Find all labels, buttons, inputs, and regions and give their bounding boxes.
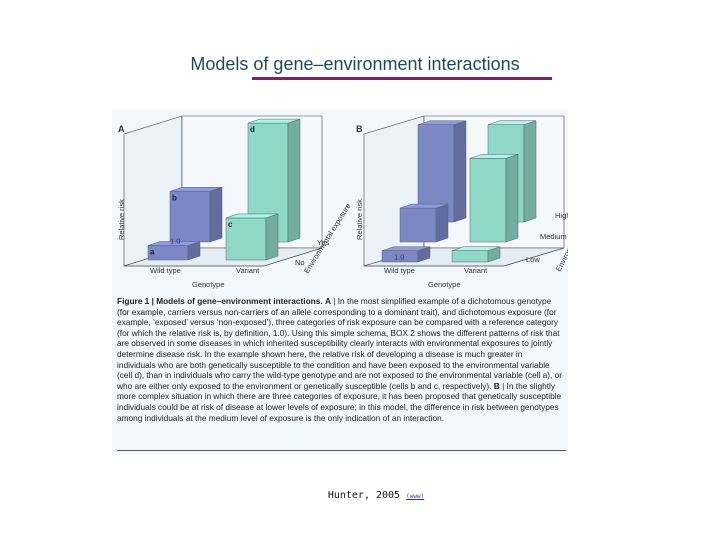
- bar-b-variant-medium: [469, 158, 507, 243]
- bar-b-wild-type-medium: [399, 207, 437, 243]
- bar-a-wild-type-yes-side: [209, 186, 223, 243]
- bar-b-wild-type-high-side: [453, 120, 467, 223]
- bar-letter-c: c: [228, 220, 233, 229]
- bar-a-variant-yes-side: [287, 118, 301, 243]
- panel-a-x-tick-wild-type: Wild type: [150, 266, 181, 275]
- panel-a-exposure-yes: Yes: [317, 238, 329, 247]
- panel-a-bars: b d a 1.0 c: [147, 118, 301, 261]
- panel-a-exposure-no: No: [295, 258, 305, 267]
- bar-b-variant-high-top: [487, 120, 537, 125]
- panel-a: A b d a 1.0 c Relative risk Wild type Varian…: [117, 115, 353, 289]
- bar-a-variant-yes-top: [247, 118, 301, 124]
- bar-b-wild-type-low-top: [381, 246, 431, 251]
- bar-a-wild-type-no-top: [147, 241, 201, 246]
- caption-part-a-letter: A: [324, 296, 331, 306]
- caption-part-b-text: | In the slightly more complex situation…: [117, 380, 562, 423]
- bar-b-variant-medium-side: [505, 153, 519, 243]
- citation-link[interactable]: (www): [406, 493, 425, 500]
- panel-a-letter: A: [118, 124, 125, 134]
- panel-a-x-axis-label: Genotype: [192, 280, 225, 289]
- bar-a-variant-no-side: [265, 213, 279, 261]
- bar-letter-a: a: [150, 248, 155, 257]
- panel-b-exposure-low: Low: [526, 255, 540, 264]
- bar-b-wild-type-medium-top: [399, 203, 449, 209]
- panel-b-bars: 1.0: [381, 120, 537, 263]
- caption-part-a-text: | In the most simplified example of a di…: [117, 296, 563, 391]
- panel-a-reference-label: 1.0: [170, 237, 180, 246]
- panel-b-letter: B: [356, 124, 363, 134]
- bar-letter-b: b: [172, 193, 177, 202]
- panel-b-exposure-high: High: [555, 211, 568, 220]
- bar-a-variant-no-top: [225, 213, 279, 219]
- panel-a-y-axis-label: Relative risk: [117, 199, 126, 240]
- bar-b-wild-type-high-top: [417, 120, 467, 125]
- caption-label: Figure 1 | Models of gene–environment in…: [117, 296, 323, 306]
- figure-charts: A b d a 1.0 c Relative risk Wild type Varian…: [117, 115, 568, 289]
- citation: Hunter, 2005 (www): [0, 490, 720, 501]
- panel-b-x-tick-variant: Variant: [464, 266, 488, 275]
- panel-a-x-tick-variant: Variant: [236, 266, 260, 275]
- panel-a-depth-axis: [263, 247, 323, 267]
- figure-bottom-rule: [117, 450, 566, 451]
- slide-title: Models of gene–environment interactions: [190, 54, 520, 74]
- caption-part-b-letter: B: [493, 380, 500, 391]
- panel-b-reference-label: 1.0: [394, 253, 404, 262]
- title-underline: [252, 77, 552, 80]
- panel-b-depth-axis: [503, 247, 565, 267]
- bar-b-variant-medium-top: [469, 154, 519, 159]
- figure-caption: Figure 1 | Models of gene–environment in…: [117, 296, 563, 423]
- figure-panel: A b d a 1.0 c Relative risk Wild type Varian…: [112, 110, 568, 454]
- bar-b-variant-low: [451, 250, 489, 263]
- bar-b-wild-type-medium-side: [435, 203, 449, 243]
- bar-a-wild-type-yes-top: [169, 187, 223, 192]
- bar-b-variant-low-top: [451, 246, 501, 251]
- citation-text: Hunter, 2005: [327, 490, 407, 501]
- bar-letter-d: d: [250, 125, 255, 134]
- panel-b-exposure-medium: Medium: [540, 232, 567, 241]
- panel-b: B 1.0 Relative risk Wild type Variant Ge…: [355, 115, 568, 289]
- panel-b-x-tick-wild-type: Wild type: [384, 266, 415, 275]
- panel-b-x-axis-label: Genotype: [428, 280, 461, 289]
- panel-b-back-wall-left: [363, 115, 425, 267]
- bar-b-variant-high-side: [523, 120, 537, 223]
- panel-b-y-axis-label: Relative risk: [355, 199, 364, 240]
